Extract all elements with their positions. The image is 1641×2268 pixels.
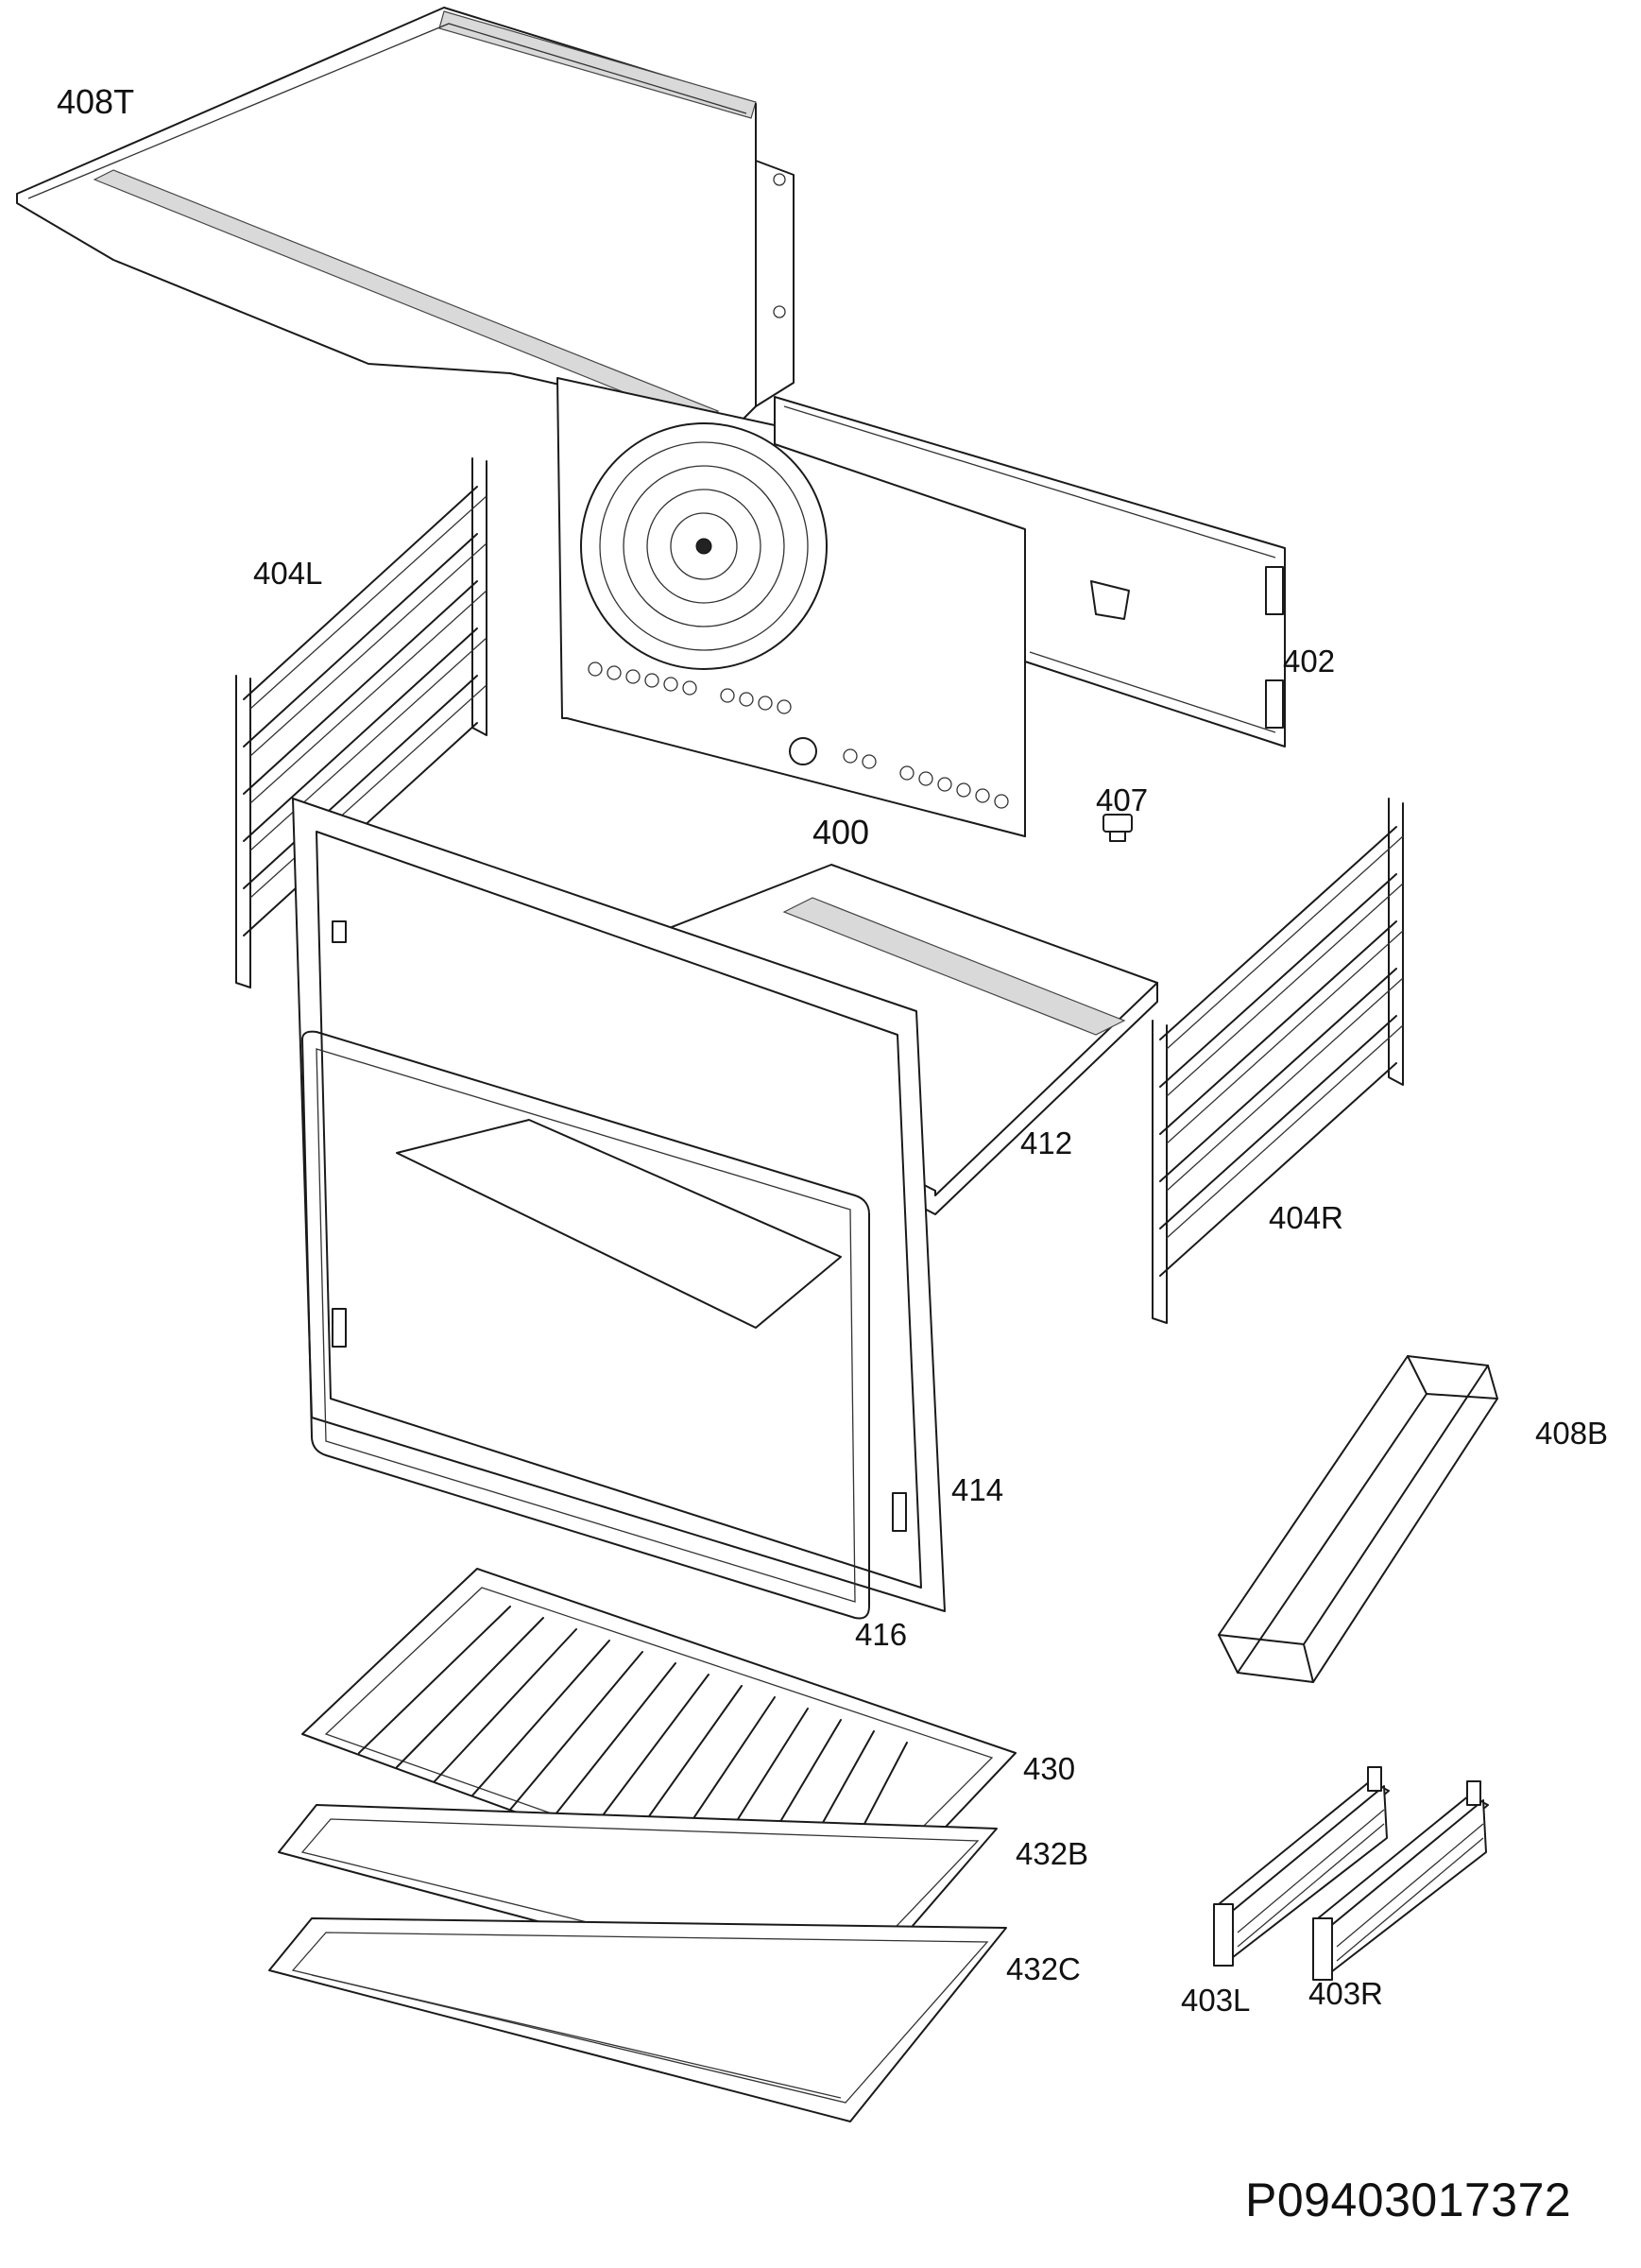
label-407: 407 (1096, 782, 1149, 817)
part-407-clip (1103, 814, 1133, 842)
label-403L: 403L (1181, 1983, 1251, 2018)
label-416: 416 (855, 1617, 908, 1652)
label-408B: 408B (1535, 1416, 1609, 1451)
drawing-code: P09403017372 (1245, 2174, 1572, 2226)
part-403R-telescopic-runner (1312, 1780, 1489, 1981)
vent-holes (588, 662, 1009, 809)
label-400: 400 (812, 813, 870, 851)
part-400-oven-cavity (556, 377, 1026, 837)
label-402: 402 (1283, 644, 1336, 679)
label-408T: 408T (57, 82, 135, 121)
part-432C-deep-tray (268, 1917, 1007, 2122)
label-432C: 432C (1006, 1951, 1081, 1986)
part-416-door-seal (301, 1030, 870, 1620)
part-404R-right-shelf-support (1152, 798, 1404, 1324)
label-430: 430 (1023, 1751, 1076, 1786)
label-404R: 404R (1269, 1200, 1343, 1235)
label-432B: 432B (1016, 1836, 1089, 1871)
label-412: 412 (1020, 1125, 1073, 1160)
part-402-side-rail (774, 396, 1286, 747)
label-403R: 403R (1308, 1976, 1383, 2011)
part-408T-top-panel (16, 7, 795, 426)
label-414: 414 (951, 1472, 1004, 1507)
label-404L: 404L (253, 556, 323, 591)
part-403L-telescopic-runner (1213, 1766, 1390, 1967)
part-408B-bottom-tray (1218, 1355, 1498, 1683)
